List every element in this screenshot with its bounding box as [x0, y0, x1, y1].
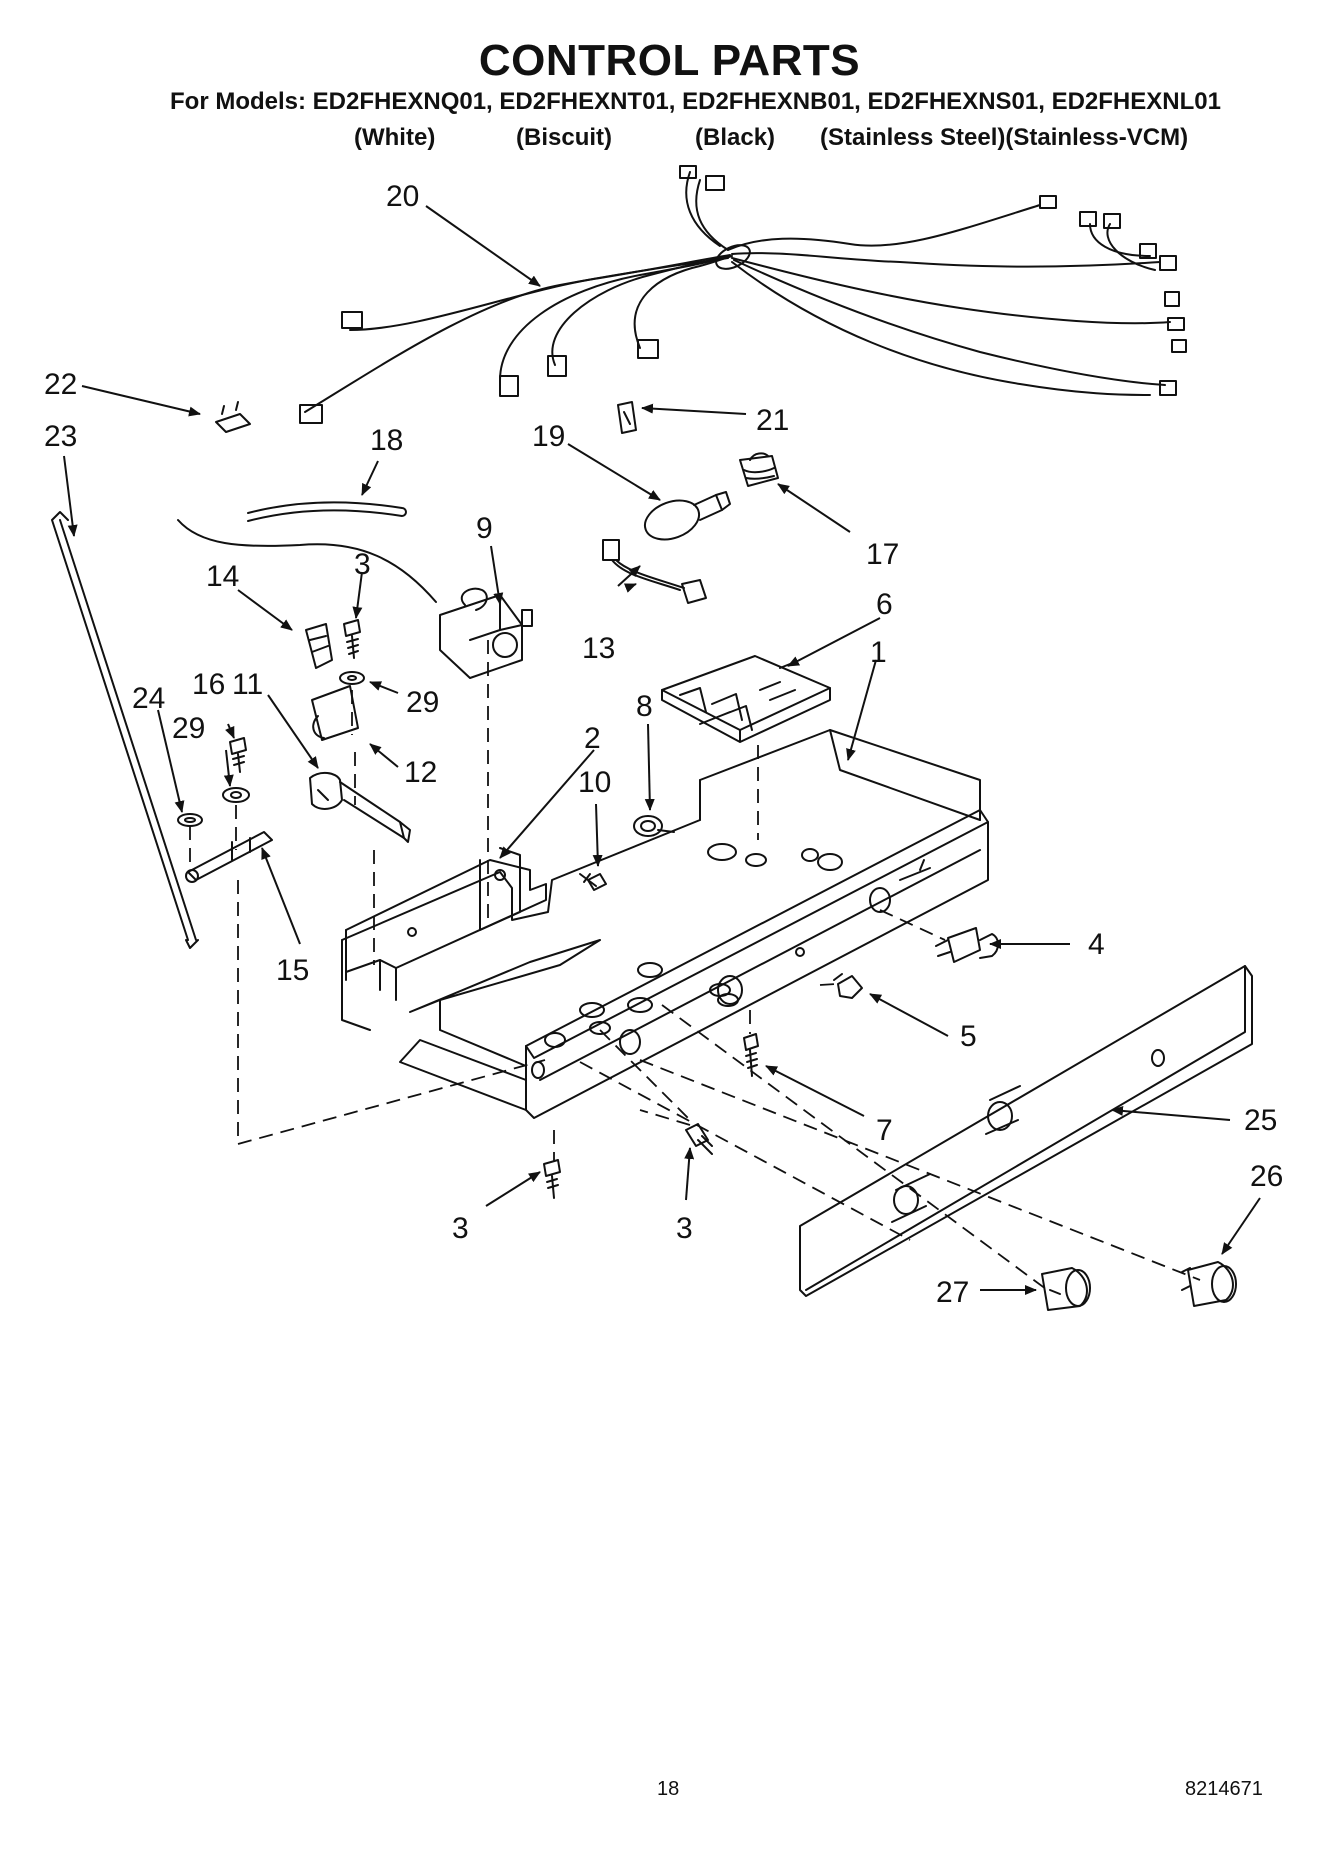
thermostat-mount-bracket	[345, 847, 547, 1001]
control-rod	[51, 511, 199, 949]
document-number: 8214671	[1185, 1778, 1263, 1800]
callout-3: 3	[452, 1212, 469, 1245]
callout-27: 27	[936, 1276, 969, 1309]
callout-26: 26	[1250, 1160, 1283, 1193]
callout-1: 1	[870, 636, 887, 669]
callout-11: 11	[232, 668, 263, 701]
callout-29: 29	[406, 686, 439, 719]
page-title: CONTROL PARTS	[478, 36, 861, 85]
callout-24: 24	[132, 682, 165, 715]
control-shaft	[309, 772, 411, 843]
push-button	[1041, 1267, 1091, 1311]
callout-4: 4	[1088, 928, 1105, 961]
callout-7: 7	[876, 1114, 893, 1147]
washer	[339, 671, 365, 685]
callout-20: 20	[386, 180, 419, 213]
color-biscuit: (Biscuit)	[516, 124, 612, 151]
control-lever	[185, 831, 273, 883]
callout-29: 29	[172, 712, 205, 745]
thermostat	[439, 587, 533, 679]
callout-14: 14	[206, 560, 239, 593]
washer	[177, 813, 203, 827]
callout-10: 10	[578, 766, 611, 799]
callout-9: 9	[476, 512, 493, 545]
thermostat-bracket	[305, 623, 333, 669]
retainer-clip	[617, 401, 637, 434]
callout-23: 23	[44, 420, 77, 453]
callout-3: 3	[676, 1212, 693, 1245]
indicator-lamp	[833, 973, 863, 999]
callout-21: 21	[756, 404, 789, 437]
screw	[343, 619, 361, 659]
control-panel	[799, 965, 1253, 1297]
callout-6: 6	[876, 588, 893, 621]
callout-16: 16	[192, 668, 225, 701]
capillary-tube	[247, 501, 407, 522]
alignment-lines	[189, 640, 1201, 1293]
thermostat-capillary	[177, 519, 437, 603]
color-white: (White)	[354, 124, 436, 151]
callout-12: 12	[404, 756, 437, 789]
jumper-harness	[602, 539, 707, 604]
callout-22: 22	[44, 368, 77, 401]
color-black: (Black)	[695, 124, 776, 151]
callout-19: 19	[532, 420, 565, 453]
screw	[743, 1033, 759, 1077]
control-housing	[341, 729, 989, 1119]
screw	[543, 1159, 561, 1199]
washer	[222, 787, 250, 803]
callout-5: 5	[960, 1020, 977, 1053]
wire-clip	[215, 401, 251, 433]
knob-bracket	[311, 685, 359, 741]
control-board	[661, 655, 831, 743]
callout-2: 2	[584, 722, 601, 755]
screw	[229, 737, 247, 773]
callout-18: 18	[370, 424, 403, 457]
callout-15: 15	[276, 954, 309, 987]
callout-13: 13	[582, 632, 615, 665]
callout-17: 17	[866, 538, 899, 571]
screw	[685, 1123, 713, 1155]
selector-knob	[1181, 1261, 1237, 1307]
light-bulb	[643, 491, 731, 541]
screw	[579, 873, 607, 891]
callout-25: 25	[1244, 1104, 1277, 1137]
page-number: 18	[657, 1778, 680, 1800]
callout-8: 8	[636, 690, 653, 723]
wire-harness	[299, 165, 1187, 424]
light-socket	[739, 452, 779, 487]
lamp-socket	[935, 927, 999, 963]
callout-3: 3	[354, 548, 371, 581]
models-line: For Models: ED2FHEXNQ01, ED2FHEXNT01, ED…	[170, 88, 1221, 115]
color-stainless: (Stainless Steel)(Stainless-VCM)	[820, 124, 1189, 151]
leader-arrows	[63, 205, 1261, 1295]
